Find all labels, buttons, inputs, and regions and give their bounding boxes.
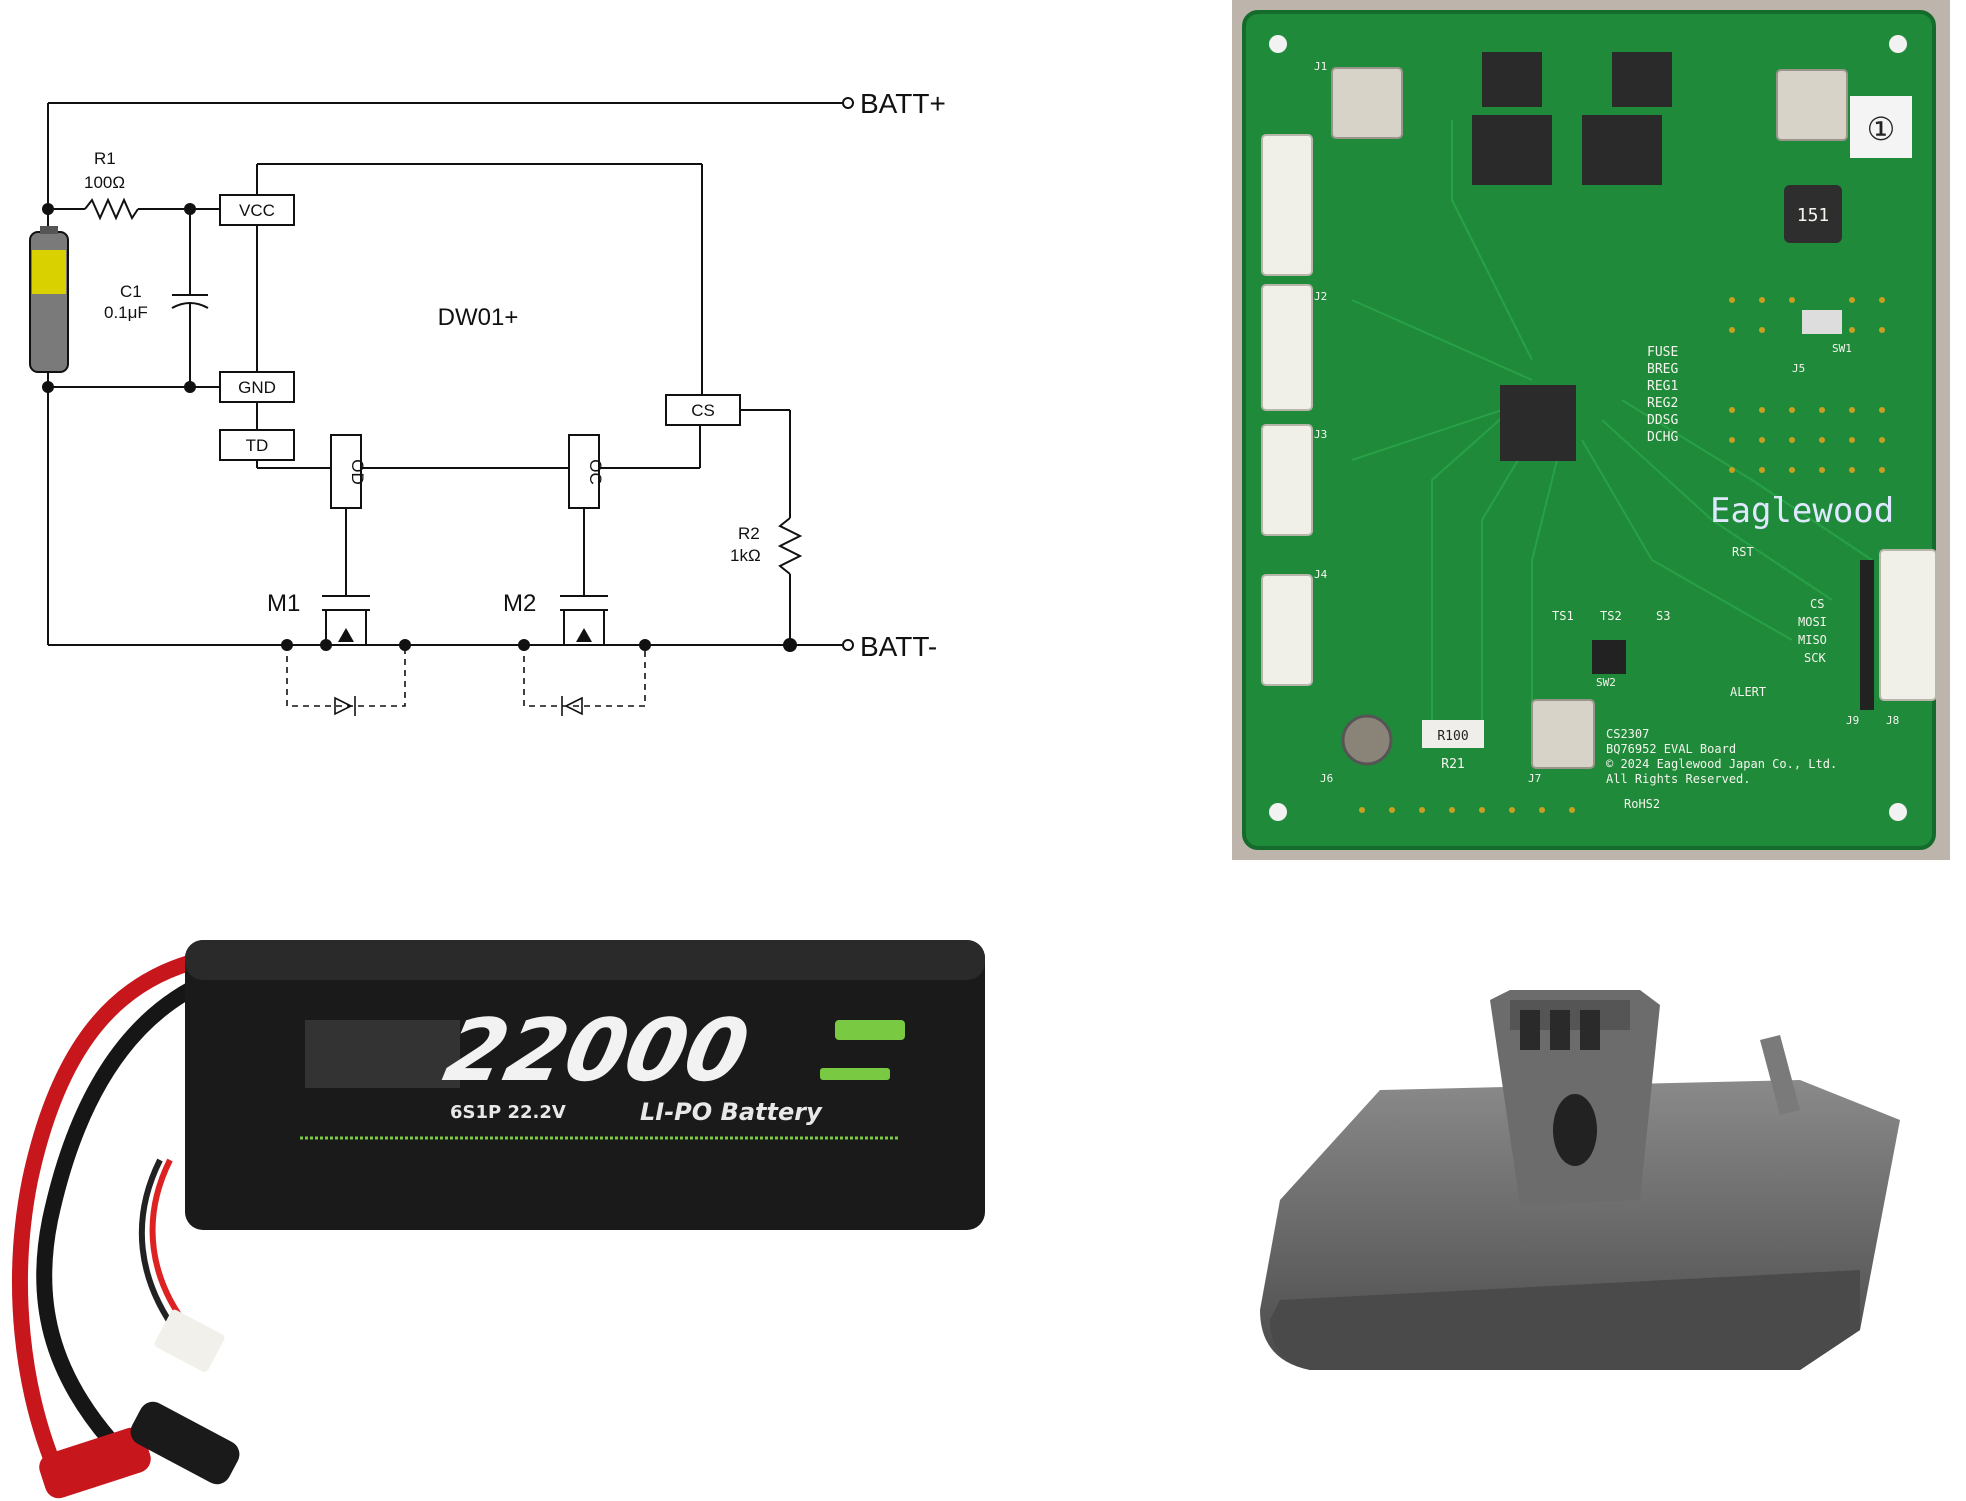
signal-dchg: DCHG [1647, 430, 1678, 445]
battery-type: LI-PO Battery [640, 1098, 823, 1126]
batt-minus-label: BATT- [860, 631, 937, 662]
ref-j6: J6 [1320, 772, 1333, 785]
signal-breg: BREG [1647, 362, 1678, 377]
pcb-brand: Eaglewood [1710, 491, 1894, 531]
ref-j2: J2 [1314, 290, 1327, 303]
spi-rst: RST [1732, 545, 1754, 559]
r2-value: 1kΩ [730, 546, 761, 565]
m1-label: M1 [267, 590, 300, 617]
battery-spec: 6S1P 22.2V [450, 1102, 566, 1123]
spi-miso: MISO [1798, 633, 1827, 647]
inductor-marking: 151 [1797, 205, 1830, 226]
c1-value: 0.1μF [104, 303, 148, 322]
dw01-schematic: VCC GND TD CS OD OC DW01+ BATT+ BATT- R1… [0, 0, 1000, 720]
tp-ts2: TS2 [1600, 609, 1622, 623]
resistor-ref: R21 [1441, 757, 1464, 772]
bq76952-eval-board-photo: 151 R100 R21 ① Eaglewood FUSE BREG REG1 … [1232, 0, 1950, 860]
pin-od-label: OD [348, 459, 367, 485]
vacuum-battery-photo [1220, 940, 1940, 1460]
ref-j7: J7 [1528, 772, 1541, 785]
signal-reg1: REG1 [1647, 379, 1678, 394]
r1-name: R1 [94, 149, 116, 168]
tp-sw2: SW2 [1596, 676, 1616, 689]
m2-label: M2 [503, 590, 536, 617]
board-title: BQ76952 EVAL Board [1606, 742, 1736, 756]
battery-body [185, 940, 985, 1230]
board-rights: All Rights Reserved. [1606, 772, 1751, 786]
lipo-battery-photo: 22000 6S1P 22.2V LI-PO Battery [0, 920, 1010, 1501]
spi-cs: CS [1810, 597, 1824, 611]
battery-capacity: 22000 [437, 1000, 758, 1101]
r2-name: R2 [738, 524, 760, 543]
ref-j1: J1 [1314, 60, 1327, 73]
r1-value: 100Ω [84, 173, 125, 192]
ref-j4: J4 [1314, 568, 1328, 581]
tp-sw1: SW1 [1832, 342, 1852, 355]
spi-alert: ALERT [1730, 685, 1766, 699]
spi-sck: SCK [1804, 651, 1826, 665]
ref-j5: J5 [1792, 362, 1805, 375]
pin-oc-label: OC [586, 459, 605, 485]
resistor-marking: R100 [1437, 729, 1468, 744]
signal-reg2: REG2 [1647, 396, 1678, 411]
board-copyright: © 2024 Eaglewood Japan Co., Ltd. [1606, 757, 1837, 771]
circled-number: ① [1867, 110, 1896, 148]
pin-cs-label: CS [691, 401, 715, 420]
pin-vcc-label: VCC [239, 201, 275, 220]
signal-fuse: FUSE [1647, 345, 1678, 360]
tp-s3: S3 [1656, 609, 1670, 623]
pin-gnd-label: GND [238, 378, 276, 397]
ref-j9: J9 [1846, 714, 1859, 727]
pin-td-label: TD [246, 436, 269, 455]
ref-j8: J8 [1886, 714, 1899, 727]
c1-name: C1 [120, 282, 142, 301]
rohs-mark: RoHS2 [1624, 797, 1660, 811]
batt-plus-label: BATT+ [860, 88, 946, 119]
ref-j3: J3 [1314, 428, 1327, 441]
signal-ddsg: DDSG [1647, 413, 1678, 428]
battery-cell-icon [29, 226, 69, 373]
ic-label: DW01+ [438, 304, 519, 331]
tp-ts1: TS1 [1552, 609, 1574, 623]
spi-mosi: MOSI [1798, 615, 1827, 629]
board-id: CS2307 [1606, 727, 1649, 741]
